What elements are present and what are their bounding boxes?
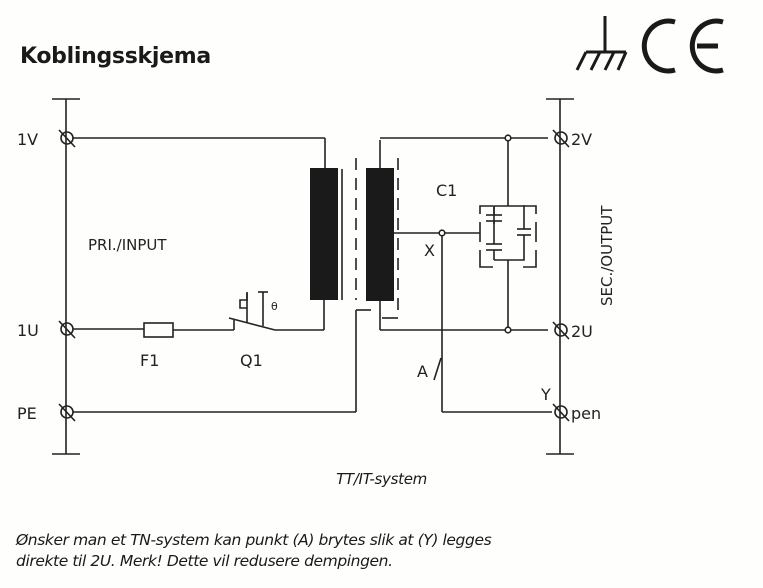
note-line-1: Ønsker man et TN-system kan punkt (A) br…: [16, 531, 492, 549]
chassis-ground-icon: [575, 16, 628, 71]
fuse-f1: [143, 320, 235, 338]
terminal-pe: [58, 309, 371, 422]
capacitor-label: C1: [436, 181, 457, 200]
capacitor-c1: [479, 205, 537, 268]
terminal-pen: [552, 403, 570, 422]
secondary-label: SEC./OUTPUT: [598, 205, 616, 306]
diagram-caption: TT/IT-system: [336, 470, 427, 488]
terminal-label-1v: 1V: [17, 130, 38, 149]
thermal-switch-q1: [228, 291, 325, 331]
terminal-label-2v: 2V: [571, 130, 592, 149]
primary-bus: [52, 98, 80, 455]
terminal-2v: [552, 129, 570, 148]
terminal-1u: [58, 320, 144, 339]
thermal-symbol: θ: [271, 300, 278, 313]
point-a-label: A: [417, 362, 428, 381]
note-text: Ønsker man et TN-system kan punkt (A) br…: [16, 530, 696, 572]
transformer: [310, 140, 399, 330]
secondary-bus: [546, 98, 574, 455]
point-y-label: Y: [540, 385, 551, 404]
note-line-2: direkte til 2U. Merk! Dette vil redusere…: [16, 552, 393, 570]
primary-label: PRI./INPUT: [88, 236, 167, 254]
terminal-1v: [58, 129, 326, 168]
terminal-label-1u: 1U: [17, 321, 39, 340]
terminal-label-pe: PE: [17, 404, 37, 423]
switch-label: Q1: [240, 351, 263, 370]
fuse-label: F1: [140, 351, 159, 370]
secondary-wiring: [380, 134, 552, 413]
page-title: Koblingsskjema: [20, 44, 211, 69]
ce-mark-icon: [641, 18, 724, 74]
terminal-label-2u: 2U: [571, 322, 593, 341]
terminal-2u: [552, 321, 570, 340]
terminal-label-pen: pen: [571, 404, 601, 423]
point-x-label: X: [424, 241, 435, 260]
break-point-a: [433, 357, 442, 381]
